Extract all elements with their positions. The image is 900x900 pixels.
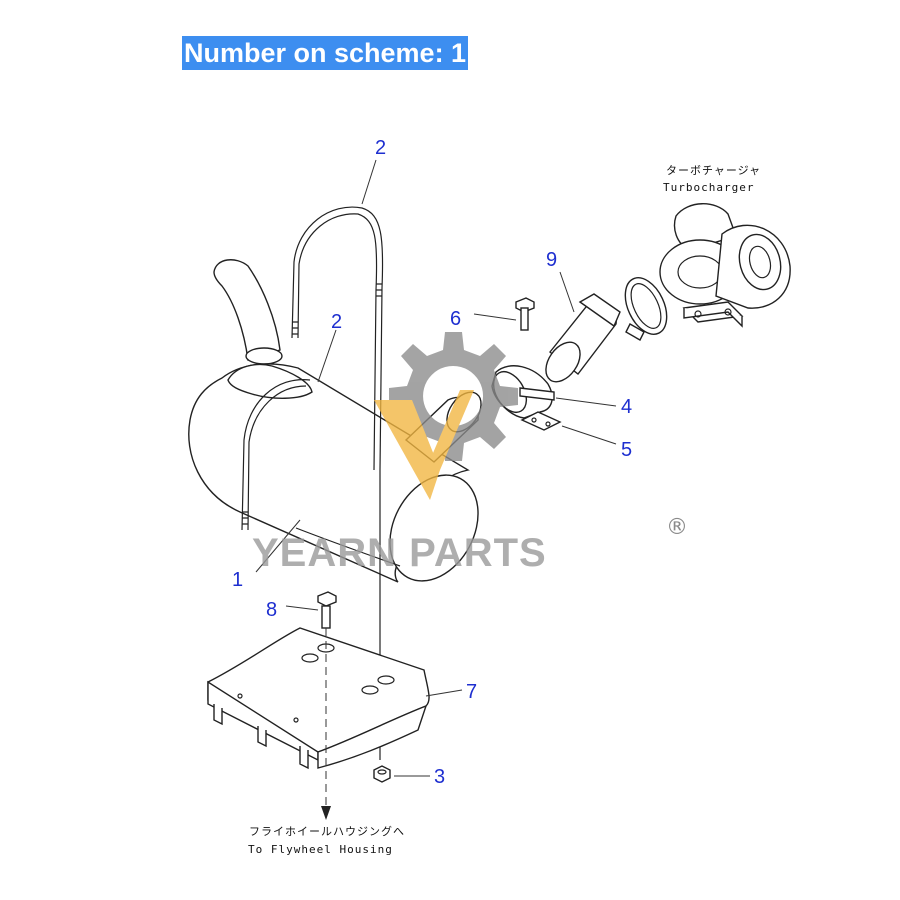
watermark-brand: YEARN PARTS (252, 531, 547, 575)
flywheel-label-en: To Flywheel Housing (248, 843, 393, 856)
band-clamp (624, 277, 668, 341)
watermark-registered: ® (666, 515, 688, 540)
callout-1: 1 (232, 569, 243, 591)
callout-4: 4 (621, 396, 632, 418)
u-bolt-lower (241, 379, 381, 760)
turbocharger (659, 203, 791, 328)
callout-2-upper: 2 (375, 137, 386, 159)
scheme-title: Number on scheme: 1 (182, 36, 469, 70)
flywheel-label-jp: フライホイールハウジングへ (249, 824, 405, 838)
callout-7: 7 (466, 681, 477, 703)
plate-5 (520, 411, 562, 431)
callout-6: 6 (450, 308, 461, 330)
bolt-6 (515, 297, 535, 331)
pipe-9 (545, 293, 621, 383)
callout-9: 9 (546, 249, 557, 271)
u-bolt-upper (291, 206, 384, 471)
bolt-8 (317, 591, 337, 629)
turbocharger-label-en: Turbocharger (663, 181, 754, 194)
callout-8: 8 (266, 599, 277, 621)
callout-5: 5 (621, 439, 632, 461)
bracket-7 (207, 627, 430, 770)
nut-3 (373, 765, 391, 783)
callout-2-lower: 2 (331, 311, 342, 333)
turbocharger-label-jp: ターボチャージャ (666, 164, 761, 177)
callout-3: 3 (434, 766, 445, 788)
yearn-gear-logo (374, 332, 518, 500)
